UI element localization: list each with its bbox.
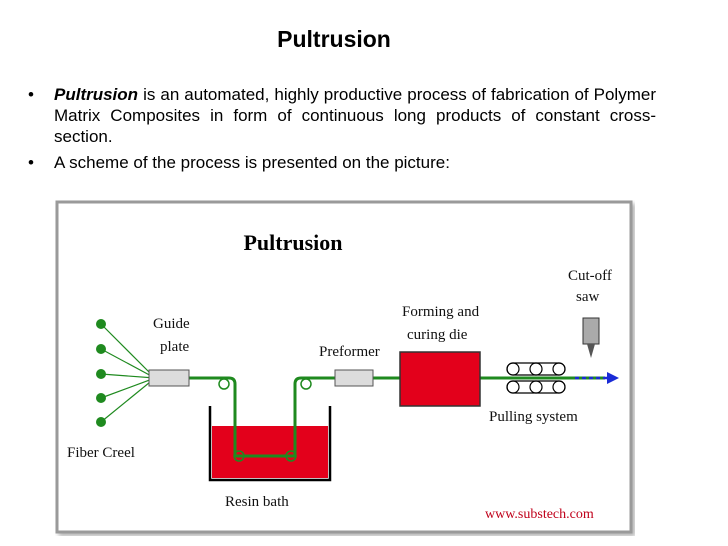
label-preformer: Preformer: [319, 344, 380, 360]
bullet-body: is an automated, highly productive proce…: [54, 85, 656, 146]
rollers: [218, 378, 312, 462]
label-cutoff: Cut-off: [568, 268, 612, 284]
forming-curing-die: [399, 351, 481, 407]
bullet-body: A scheme of the process is presented on …: [54, 153, 450, 172]
direction-arrow: [575, 372, 619, 384]
diagram-canvas: Pultrusion: [55, 200, 633, 534]
label-plate: plate: [160, 339, 189, 355]
pultrusion-diagram: Pultrusion: [55, 200, 635, 536]
bullet-text: A scheme of the process is presented on …: [54, 152, 656, 173]
resin-liquid: [212, 426, 328, 478]
preformer: [334, 369, 374, 387]
bullet-marker: •: [28, 153, 34, 172]
label-pulling-system: Pulling system: [489, 409, 578, 425]
fiber-bundle-path: [155, 376, 605, 458]
bullet-marker: •: [28, 85, 34, 104]
resin-bath: [208, 406, 332, 482]
pulling-system: [506, 362, 566, 394]
slide-title: Pultrusion: [277, 26, 391, 52]
bullet-lead-term: Pultrusion: [54, 85, 139, 104]
label-curing-die: curing die: [407, 327, 468, 343]
label-forming: Forming and: [402, 304, 480, 320]
cutoff-saw: [582, 317, 600, 358]
bath-container: [208, 406, 332, 482]
label-guide: Guide: [153, 316, 190, 332]
bullet-text: Pultrusion is an automated, highly produ…: [54, 84, 656, 147]
diagram-title: Pultrusion: [243, 230, 342, 255]
label-saw: saw: [576, 289, 599, 305]
diagram-frame: [55, 200, 633, 534]
bullet-item-scheme: • A scheme of the process is presented o…: [28, 152, 656, 173]
bullet-list: • Pultrusion is an automated, highly pro…: [28, 84, 656, 178]
website-label: www.substech.com: [485, 507, 594, 522]
bullet-item-definition: • Pultrusion is an automated, highly pro…: [28, 84, 656, 147]
guide-plate: [148, 369, 190, 387]
fiber-strands: [100, 323, 156, 423]
label-resin-bath: Resin bath: [225, 494, 289, 510]
label-fiber-creel: Fiber Creel: [67, 445, 135, 461]
